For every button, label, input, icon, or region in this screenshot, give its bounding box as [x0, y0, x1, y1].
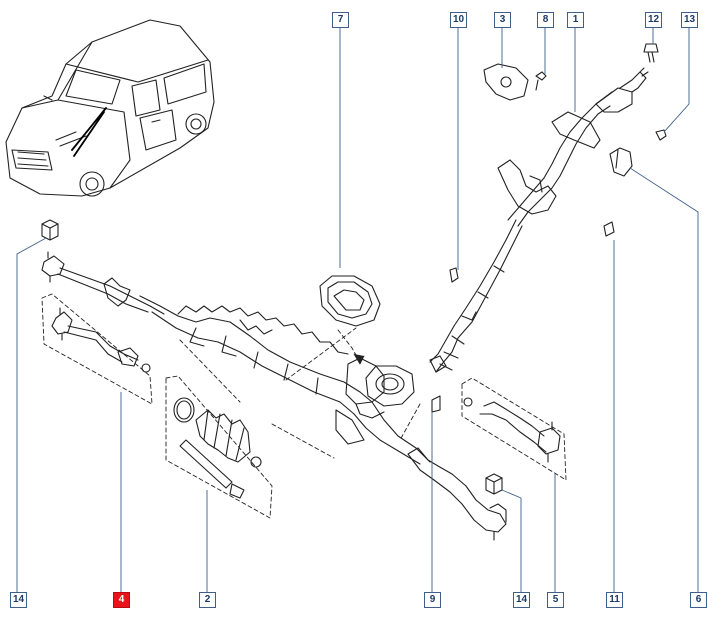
vehicle-illustration — [5, 19, 215, 197]
callout-3[interactable]: 3 — [494, 12, 511, 28]
left-tie-rod-assembly — [41, 251, 165, 315]
right-tie-rod — [407, 447, 507, 541]
callout-8[interactable]: 8 — [537, 12, 554, 28]
dust-boot-arrow — [353, 353, 365, 365]
bracket-3 — [483, 63, 529, 101]
callout-4-highlighted[interactable]: 4 — [113, 592, 130, 608]
callout-10[interactable]: 10 — [450, 12, 467, 28]
steering-rack — [139, 295, 431, 465]
callout-14-left[interactable]: 14 — [10, 592, 27, 608]
screw-13 — [655, 129, 667, 141]
callout-11[interactable]: 11 — [606, 592, 623, 608]
lock-part-6 — [609, 147, 633, 177]
screw-8 — [535, 71, 547, 91]
intermediate-shaft — [429, 219, 523, 413]
callout-12[interactable]: 12 — [645, 12, 662, 28]
tie-rod-end-5 — [463, 397, 561, 463]
leader-lines — [16, 28, 699, 592]
dust-boot-7 — [319, 275, 381, 327]
assembly-outlines — [41, 293, 567, 519]
inner-rod-boot-2 — [173, 397, 262, 499]
nut-14-right — [485, 473, 503, 495]
callout-13[interactable]: 13 — [681, 12, 698, 28]
callout-9[interactable]: 9 — [424, 592, 441, 608]
screw-11 — [603, 221, 615, 237]
callout-14-right[interactable]: 14 — [513, 592, 530, 608]
pinion-housing — [365, 365, 415, 407]
nut-14-left — [41, 219, 59, 241]
steering-column-1 — [497, 67, 649, 227]
callout-1[interactable]: 1 — [567, 12, 584, 28]
callout-7[interactable]: 7 — [332, 12, 349, 28]
bolt-12 — [643, 43, 659, 63]
callout-6[interactable]: 6 — [690, 592, 707, 608]
callout-5[interactable]: 5 — [547, 592, 564, 608]
tie-rod-end-4 — [51, 307, 151, 373]
callout-2[interactable]: 2 — [199, 592, 216, 608]
dust-boot-leader — [337, 329, 361, 363]
